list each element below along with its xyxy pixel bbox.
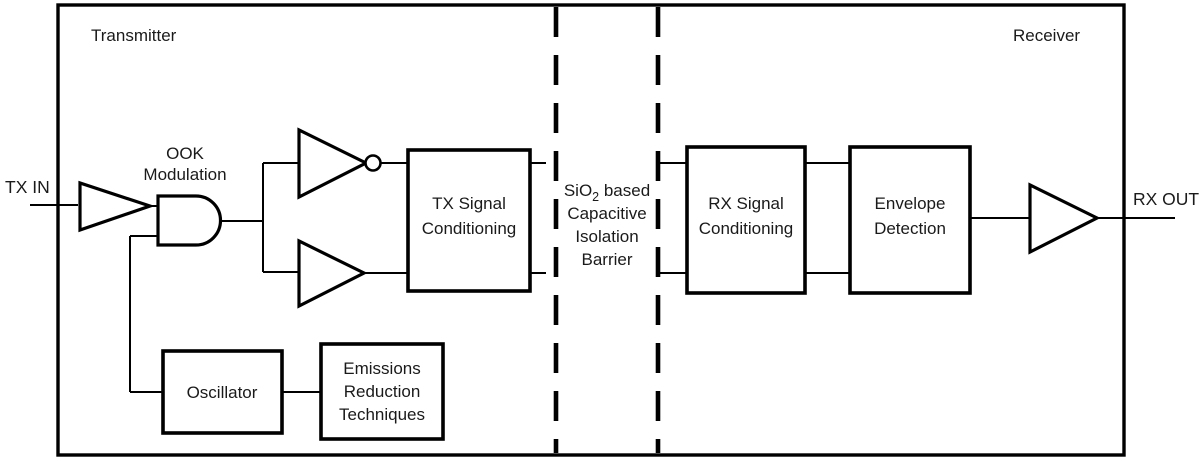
barrier-label-line3: Isolation (575, 227, 638, 246)
block-tx-signal-conditioning (406, 148, 532, 293)
ook-modulation-label-line1: OOK (166, 144, 204, 163)
block-label-rx-conditioning-line1: RX Signal (708, 194, 784, 213)
block-envelope-detection (848, 145, 972, 295)
barrier-label-line1: SiO2 based (564, 181, 650, 204)
barrier-label-line2: Capacitive (567, 204, 646, 223)
block-label-envelope-line2: Detection (874, 219, 946, 238)
and-gate-ook-modulator (156, 194, 223, 247)
block-label-emissions-line2: Reduction (344, 382, 421, 401)
section-label-receiver: Receiver (1013, 26, 1080, 45)
block-label-oscillator: Oscillator (187, 383, 258, 402)
barrier-label-subscript-2: 2 (592, 190, 599, 204)
block-label-tx-conditioning-line2: Conditioning (422, 219, 517, 238)
barrier-label-based: based (599, 181, 650, 200)
block-label-emissions-line1: Emissions (343, 359, 420, 378)
block-label-envelope-line1: Envelope (875, 194, 946, 213)
barrier-label-sio: SiO (564, 181, 592, 200)
block-label-rx-conditioning-line2: Conditioning (699, 219, 794, 238)
port-label-rx-out: RX OUT (1133, 189, 1199, 209)
rx-output-buffer-gate (1028, 182, 1101, 255)
block-label-emissions-line3: Techniques (339, 405, 425, 424)
tx-input-buffer-gate (78, 180, 156, 233)
block-oscillator (161, 349, 284, 435)
tx-buffer-gate (297, 238, 368, 309)
inverter-bubble-icon (364, 154, 382, 172)
section-label-transmitter: Transmitter (91, 26, 177, 45)
tx-inverter-gate (297, 127, 370, 200)
port-label-tx-in: TX IN (5, 177, 50, 197)
barrier-label-line4: Barrier (581, 250, 632, 269)
outer-system-border (56, 3, 1126, 457)
block-emissions-reduction (319, 342, 445, 441)
block-rx-signal-conditioning (685, 145, 807, 295)
block-label-tx-conditioning-line1: TX Signal (432, 194, 506, 213)
ook-modulation-label-line2: Modulation (143, 165, 226, 184)
